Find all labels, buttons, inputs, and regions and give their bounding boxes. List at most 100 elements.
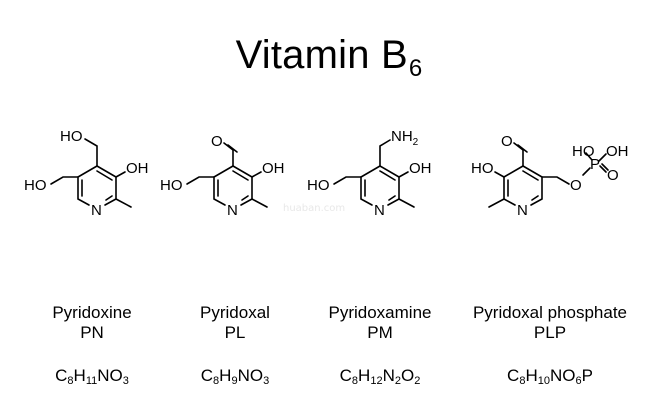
formula-element: H [358,366,371,385]
formula-element: N [382,366,395,385]
formula-element: N [549,366,563,385]
ring-bond [379,165,400,206]
atom-label: O [607,167,619,184]
atom-label: NH2 [391,128,419,148]
atom-label: P [590,156,600,173]
compound-abbr: PN [80,323,104,342]
compound-label-pyridoxal: Pyridoxal PL [135,303,335,343]
atom-label: OH [409,160,432,177]
atom-label: HO [572,143,595,160]
ring-bond [213,165,234,206]
formula-pyridoxine: C8H11NO3 [0,366,192,387]
ring-bond [77,165,98,206]
formula-subscript: 11 [85,375,98,387]
pyridoxal-phosphate-structure: O HO O P HO OH O N [471,133,629,219]
watermark-text: huaban.com [283,203,346,214]
phosphate-bond [585,152,593,161]
formula-subscript: 8 [213,375,220,387]
ring-inner-bond [81,170,113,201]
compound-name: Pyridoxal [200,303,270,322]
atom-label: N [227,202,238,219]
compound-abbr: PM [367,323,393,342]
ring-bond [503,165,524,206]
formula-element: H [219,366,232,385]
substituent-bond [115,171,126,178]
formula-subscript: 2 [394,375,401,387]
atom-label: HO [160,177,183,194]
atom-label: OH [606,143,629,160]
compound-name: Pyridoxine [52,303,132,322]
atom-label: N [517,202,528,219]
ring-bond [360,165,381,206]
atom-label: O [570,177,582,194]
atom-label: O [211,133,223,150]
substituent-bond [398,198,415,208]
formula-element: H [525,366,538,385]
atom-label: N [91,202,102,219]
formula-subscript: 12 [370,375,383,387]
atom-subscript: 2 [413,137,419,148]
compound-abbr: PLP [533,323,567,342]
formula-element: O [400,366,415,385]
substituent-bond [251,198,268,208]
formula-pyridoxal-phosphate: C8H10NO6P [450,366,650,387]
pyridoxamine-structure: NH2 HO OH N [307,128,432,219]
formula-pyridoxamine: C8H12N2O2 [280,366,480,387]
molecule-structures: HO HO OH N O HO OH N N [24,128,629,219]
atom-label: HO [24,177,47,194]
substituent-bond [488,198,505,208]
formula-element: C [339,366,352,385]
phosphate-bond [598,153,607,162]
formula-element: N [97,366,110,385]
pyridoxine-structure: HO HO OH N [24,128,149,219]
atom-label: HO [60,128,83,145]
substituent-bond [398,171,409,178]
substituent-bond [541,176,570,185]
atom-label: OH [126,160,149,177]
title-subscript: 6 [408,55,423,82]
substituent-bond [379,139,391,167]
substituent-bond [50,176,79,185]
atom-text: NH [391,128,413,145]
formula-subscript: 6 [575,375,582,387]
compound-name: Pyridoxal phosphate [472,303,628,322]
substituent-bond [84,138,98,167]
page-title: Vitamin B6 [0,30,658,94]
atom-label: HO [471,160,494,177]
atom-label: HO [307,177,330,194]
compound-name: Pyridoxamine [328,303,432,322]
formula-element: O [249,366,264,385]
ring-inner-bond [507,170,539,201]
formula-subscript: 2 [414,375,421,387]
substituent-bond [115,198,132,208]
formula-subscript: 9 [231,375,238,387]
ring-bond [522,165,543,206]
substituent-bond [251,171,262,178]
ring-bond [232,165,253,206]
formula-subscript: 8 [351,375,359,387]
formula-subscript: 8 [67,375,74,387]
formula-subscript: 3 [263,375,270,387]
ring-bond [96,165,117,206]
pyridoxal-structure: O HO OH N [160,133,285,219]
formula-element: P [581,366,593,385]
formula-element: O [109,366,123,385]
formula-subscript: 10 [537,375,550,387]
formula-subscript: 3 [122,375,129,387]
formula-element: N [237,366,250,385]
aldehyde-bond [513,142,528,167]
formula-element: H [73,366,86,385]
formula-subscript: 8 [519,375,526,387]
ring-inner-bond [364,170,396,201]
atom-label: OH [262,160,285,177]
substituent-bond [186,176,215,185]
compound-label-pyridoxal-phosphate: Pyridoxal phosphate PLP [450,303,650,343]
aldehyde-bond [223,142,238,167]
substituent-bond [494,171,505,178]
atom-label: O [501,133,513,150]
formula-element: C [507,366,520,385]
compound-label-pyridoxine: Pyridoxine PN [0,303,192,343]
ring-inner-bond [217,170,249,201]
formula-element: O [562,366,576,385]
